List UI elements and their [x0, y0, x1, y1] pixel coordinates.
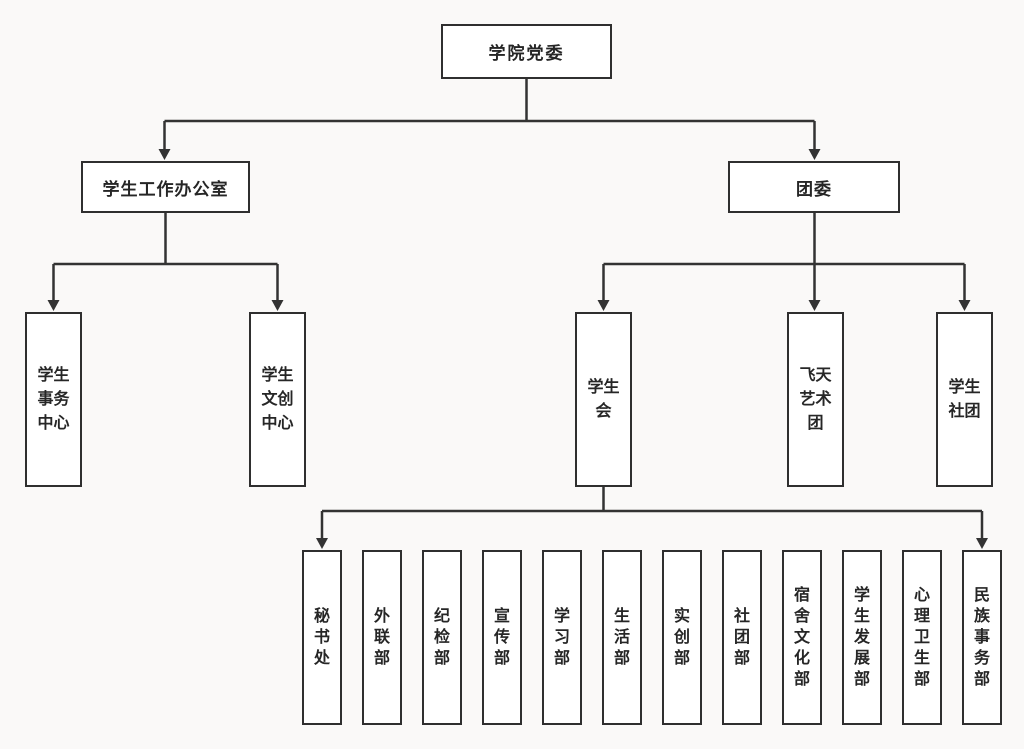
org-node-student-affairs-center: 学生事务中心 [25, 312, 82, 487]
org-node-youth-league-committee: 团委 [728, 161, 900, 213]
node-label: 民族事务部 [973, 586, 990, 689]
org-node-college-party-committee: 学院党委 [441, 24, 612, 79]
node-label: 学院党委 [488, 44, 565, 63]
node-label: 宣传部 [493, 607, 510, 668]
node-label: 学生事务中心 [37, 366, 70, 432]
org-node-study-dept: 学习部 [542, 550, 582, 725]
node-label: 学生社团 [948, 378, 981, 420]
node-label: 学生工作办公室 [102, 179, 229, 199]
org-node-student-work-office: 学生工作办公室 [81, 161, 250, 213]
org-node-student-development-dept: 学生发展部 [842, 550, 882, 725]
org-node-publicity-dept: 宣传部 [482, 550, 522, 725]
node-label: 学生文创中心 [261, 366, 294, 432]
node-label: 飞天艺术团 [799, 366, 832, 432]
org-node-student-union: 学生会 [575, 312, 632, 487]
node-label: 宿舍文化部 [793, 586, 810, 689]
connector-league-to-children [597, 213, 971, 311]
org-node-life-dept: 生活部 [602, 550, 642, 725]
node-label: 外联部 [373, 607, 390, 668]
org-node-practice-innovation-dept: 实创部 [662, 550, 702, 725]
node-label: 社团部 [733, 607, 750, 668]
node-label: 学生发展部 [853, 586, 870, 689]
node-label: 生活部 [613, 607, 630, 668]
node-label: 学习部 [553, 607, 570, 668]
node-label: 团委 [796, 179, 832, 199]
org-node-dormitory-culture-dept: 宿舍文化部 [782, 550, 822, 725]
org-node-student-cultural-creative-center: 学生文创中心 [249, 312, 306, 487]
connector-root-to-level2 [158, 79, 821, 160]
org-node-discipline-inspection-dept: 纪检部 [422, 550, 462, 725]
node-label: 学生会 [587, 378, 620, 420]
org-node-clubs-dept: 社团部 [722, 550, 762, 725]
org-node-external-relations-dept: 外联部 [362, 550, 402, 725]
org-node-student-clubs: 学生社团 [936, 312, 993, 487]
org-node-secretariat: 秘书处 [302, 550, 342, 725]
node-label: 纪检部 [433, 607, 450, 668]
node-label: 心理卫生部 [913, 586, 930, 689]
connector-office-to-children [47, 213, 284, 311]
node-label: 实创部 [673, 607, 690, 668]
node-label: 秘书处 [313, 607, 330, 668]
org-node-feitian-art-troupe: 飞天艺术团 [787, 312, 844, 487]
org-node-mental-health-dept: 心理卫生部 [902, 550, 942, 725]
connector-union-to-departments [316, 487, 988, 549]
org-node-ethnic-affairs-dept: 民族事务部 [962, 550, 1002, 725]
